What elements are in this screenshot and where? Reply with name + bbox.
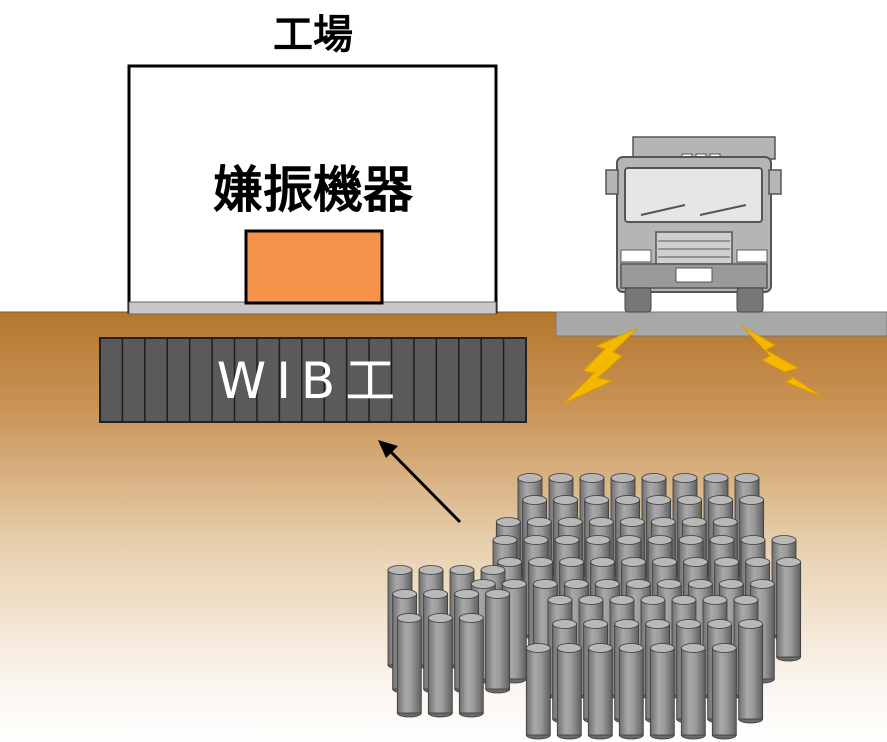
cement-pile [776,557,802,662]
cement-pile [458,613,484,718]
factory-title: 工場 [273,12,353,58]
truck-wheel-left [624,287,652,313]
truck-wheel-right [736,287,764,313]
vibration-bolt-right-icon [741,325,825,399]
truck-headlight-left [620,249,652,263]
cement-pile [649,643,675,740]
cement-pile [711,643,737,740]
truck-grille [655,231,733,265]
cement-pile [680,643,706,740]
vibration-bolt-left-icon [562,327,639,405]
factory-building [127,64,498,315]
vibration-sensitive-equipment [244,229,384,305]
cement-pile-cluster [387,473,802,740]
wib-label: WIB工 [217,352,406,410]
cement-pile [427,613,453,718]
cement-pile [396,613,422,718]
wib-block [99,337,527,423]
wib-block-stripes [121,339,505,421]
arrow-icon [378,440,462,524]
truck-license-plate [675,267,713,283]
truck-icon [605,136,782,313]
cement-pile [618,643,644,740]
road-surface [555,311,887,337]
cement-pile [525,643,551,740]
cement-pile [485,589,511,694]
equipment-label: 嫌振機器 [213,161,414,219]
cement-pile [587,643,613,740]
truck-headlight-right [736,249,768,263]
cement-pile [738,619,764,724]
cement-pile [556,643,582,740]
